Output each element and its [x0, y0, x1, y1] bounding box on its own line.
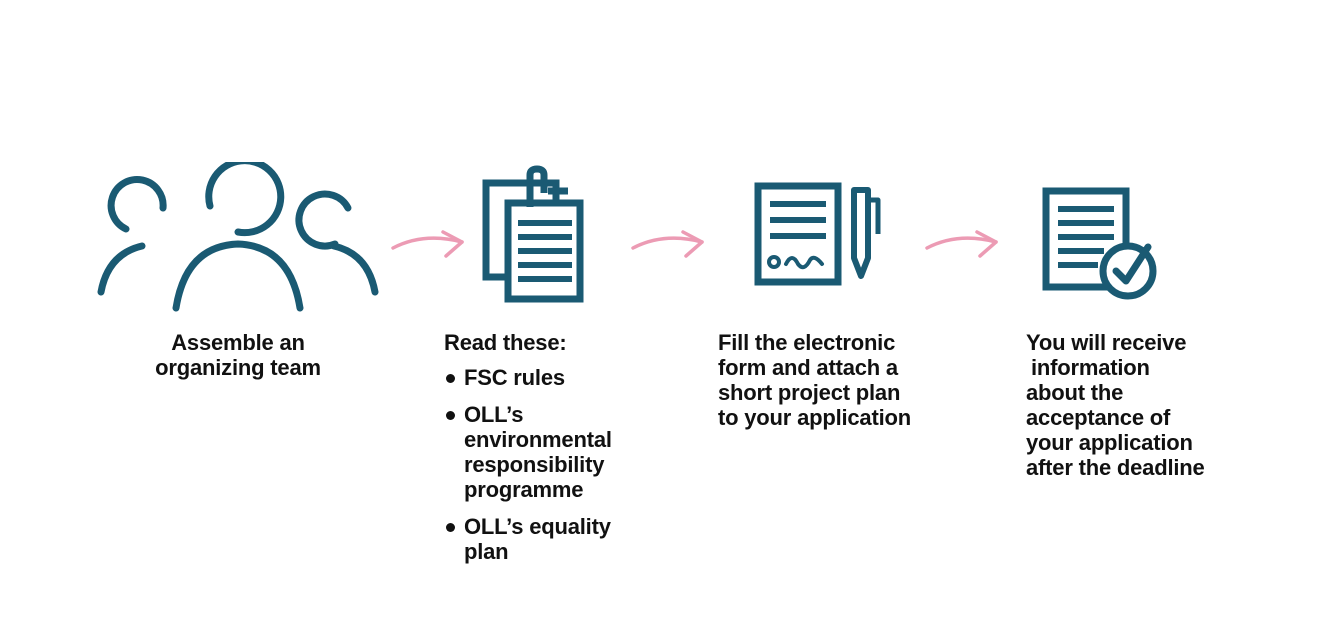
arrow-right-icon — [925, 230, 998, 258]
reading-list-item: OLL’s environmental responsibility progr… — [444, 402, 644, 502]
form-and-pen-icon — [754, 182, 881, 286]
step-1-line: Assemble an — [171, 330, 305, 355]
step-3-text: Fill the electronic form and attach a sh… — [718, 330, 958, 430]
arrow-right-icon — [391, 230, 464, 258]
arrow-right-icon — [631, 230, 704, 258]
reading-list-item: FSC rules — [444, 365, 644, 390]
step-3-line: short project plan — [718, 380, 901, 405]
step-1-line: organizing team — [155, 355, 321, 380]
step-4-line: after the deadline — [1026, 455, 1205, 480]
step-4-line: your application — [1026, 430, 1193, 455]
reading-list: FSC rules OLL’s environmental responsibi… — [444, 365, 644, 564]
clipped-documents-icon — [482, 165, 584, 303]
step-4-line: about the — [1026, 380, 1124, 405]
step-2-heading: Read these: — [444, 330, 567, 355]
step-4-text: You will receive information about the a… — [1026, 330, 1266, 480]
reading-list-item: OLL’s equality plan — [444, 514, 644, 564]
step-1-text: Assemble an organizing team — [118, 330, 358, 380]
people-group-icon — [97, 162, 379, 312]
step-4-line: You will receive — [1026, 330, 1187, 355]
step-2-text: Read these: FSC rules OLL’s environmenta… — [444, 330, 644, 576]
step-3-line: form and attach a — [718, 355, 898, 380]
document-checkmark-icon — [1042, 187, 1157, 300]
step-4-line: information — [1031, 355, 1150, 380]
step-4-line: acceptance of — [1026, 405, 1171, 430]
step-3-line: Fill the electronic — [718, 330, 896, 355]
step-3-line: to your application — [718, 405, 911, 430]
